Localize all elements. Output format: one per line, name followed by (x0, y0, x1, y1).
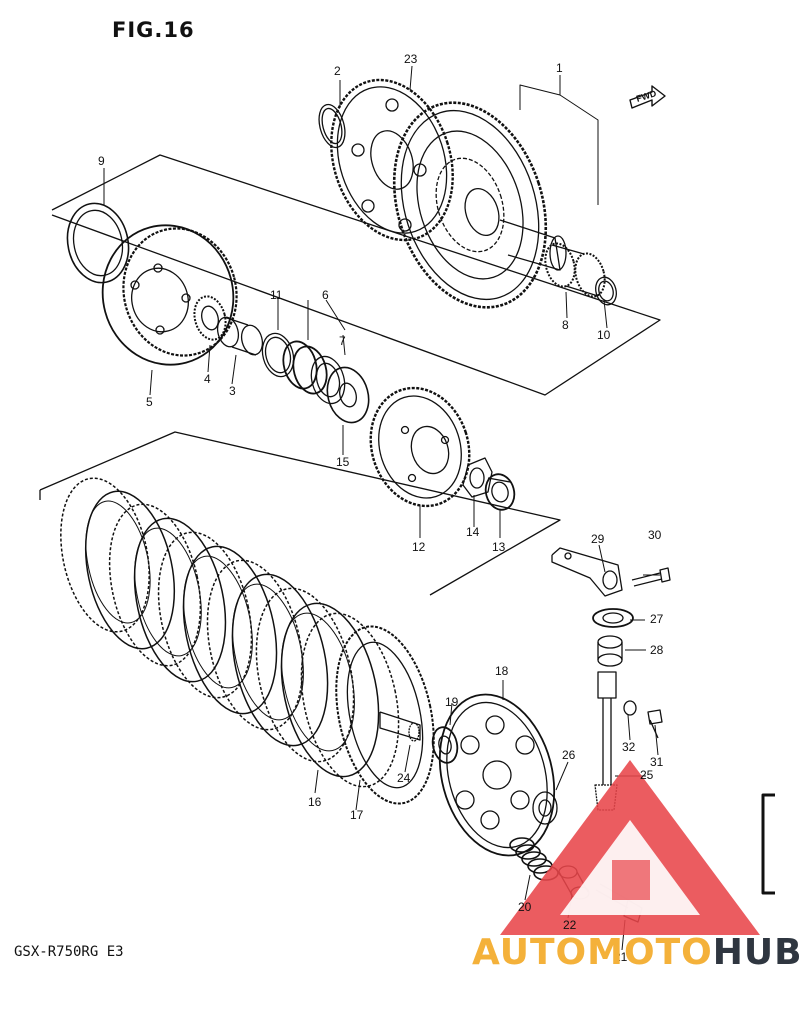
callout-26: 26 (562, 748, 576, 762)
watermark-text: AUTOMOTOHUB (472, 932, 800, 973)
group-frame-middle (39, 431, 561, 596)
callout-7: 7 (339, 334, 346, 348)
part-25-release-shaft (594, 671, 618, 811)
callout-16: 16 (308, 795, 322, 809)
figure-title: FIG.16 (112, 18, 195, 42)
watermark-part-auto: AUTO (472, 932, 588, 973)
callout-1: 1 (556, 61, 563, 75)
part-31-bolt (647, 709, 663, 739)
model-code: GSX-R750RG E3 (14, 944, 124, 960)
part-5-clutch-housing (101, 224, 238, 366)
callout-5: 5 (146, 395, 153, 409)
part-4-bearing (193, 295, 227, 341)
part-10-ring (595, 276, 617, 306)
callout-18: 18 (495, 664, 509, 678)
callout-30: 30 (648, 528, 662, 542)
part-19-bearing (431, 726, 459, 764)
callout-11: 11 (270, 288, 283, 302)
callout-24: 24 (397, 771, 411, 785)
callout-9: 9 (98, 154, 105, 168)
callout-31: 31 (650, 755, 664, 769)
group-frame-top (51, 154, 661, 396)
part-29-release-arm (551, 547, 623, 597)
callout-20: 20 (518, 900, 532, 914)
callout-10: 10 (597, 328, 611, 342)
callout-17: 17 (350, 808, 364, 822)
callout-3: 3 (229, 384, 236, 398)
callout-15: 15 (336, 455, 350, 469)
part-11-ring (261, 332, 295, 378)
part-1-primary-gear (392, 101, 567, 309)
part-9-washer (66, 202, 130, 284)
part-6-spring-washer (282, 340, 328, 395)
callout-21: 21 (614, 950, 628, 964)
watermark-part-moto: MOTO (587, 932, 713, 973)
callout-28: 28 (650, 643, 664, 657)
leader-lines (103, 65, 660, 951)
right-bracket (761, 793, 775, 895)
callout-22: 22 (563, 918, 577, 932)
part-24-push-piece (379, 711, 421, 742)
part-28-sleeve (597, 635, 623, 667)
callout-25: 25 (640, 768, 654, 782)
callout-23: 23 (404, 52, 418, 66)
part-8-bearing (544, 242, 606, 298)
callout-6: 6 (322, 288, 329, 302)
callout-12: 12 (412, 540, 426, 554)
part-18-pressure-disc (438, 693, 556, 857)
callout-14: 14 (466, 525, 480, 539)
part-32-washer (623, 700, 637, 716)
callout-27: 27 (650, 612, 664, 626)
callout-19: 19 (445, 695, 459, 709)
callout-13: 13 (492, 540, 506, 554)
fwd-arrow-icon (629, 85, 666, 109)
part-23-gear (330, 78, 454, 242)
part-26-seal (532, 791, 558, 825)
part-16-17-plate-stack (60, 477, 400, 788)
callout-2: 2 (334, 64, 341, 78)
part-13-nut (484, 473, 516, 511)
part-3-spacer (216, 316, 264, 356)
callout-32: 32 (622, 740, 636, 754)
callout-29: 29 (591, 532, 605, 546)
part-30-bolt (631, 567, 671, 587)
part-12-sleeve-hub (369, 386, 471, 508)
part-17-plate (335, 625, 435, 805)
callout-4: 4 (204, 372, 211, 386)
part-7-seat (310, 355, 346, 405)
callout-8: 8 (562, 318, 569, 332)
part-27-seal (592, 608, 634, 628)
watermark-logo-icon (500, 760, 760, 935)
watermark-part-hub: HUB (712, 932, 800, 973)
part-15-thrust-washer (326, 366, 370, 424)
part-14-lock-washer (462, 457, 493, 498)
